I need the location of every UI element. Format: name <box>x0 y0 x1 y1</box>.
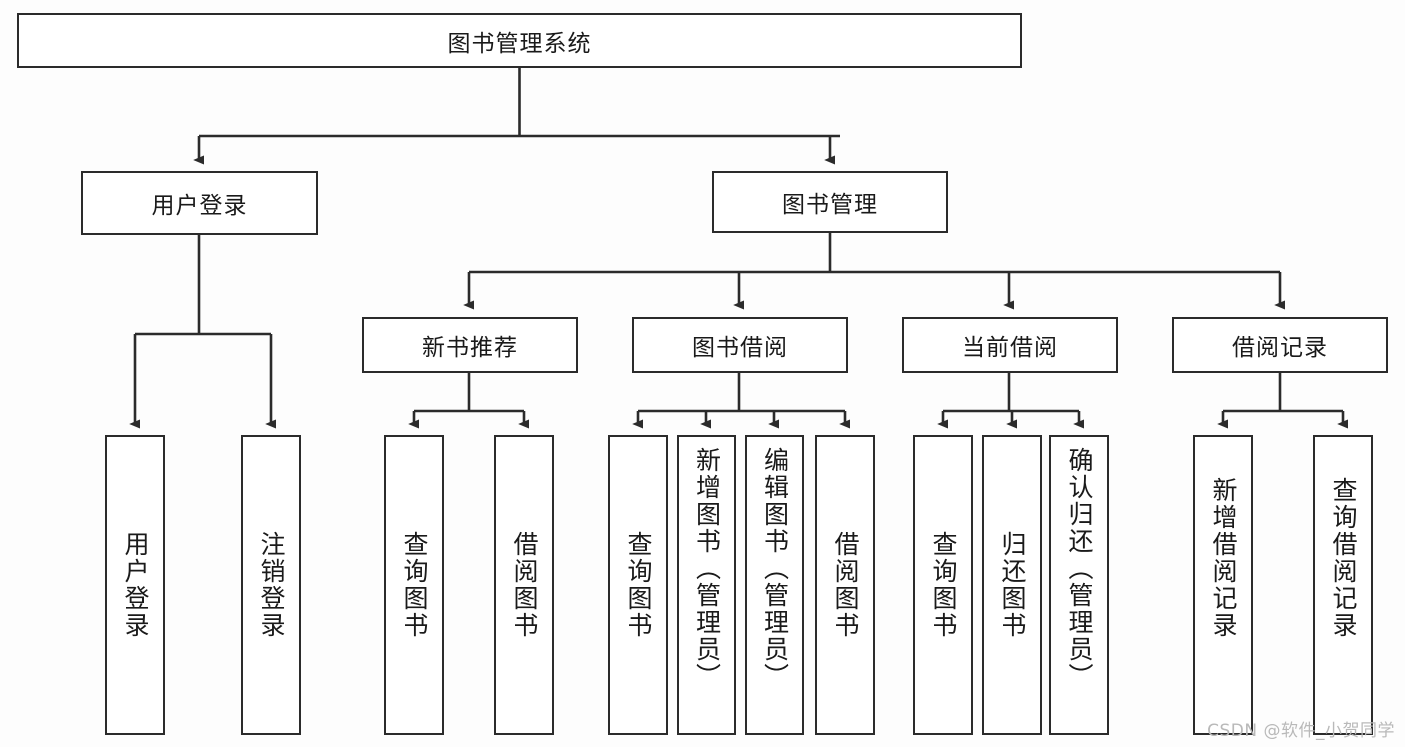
node-leaf-borrow-book-1[interactable]: 借阅图书 <box>494 435 554 735</box>
node-leaf-edit-book[interactable]: 编辑图书（管理员） <box>745 435 804 735</box>
node-leaf-add-record-label: 新增借阅记录 <box>1209 477 1238 639</box>
node-leaf-user-login-label: 用户登录 <box>121 531 150 639</box>
node-book-manage-label: 图书管理 <box>782 192 878 218</box>
node-leaf-edit-book-label: 编辑图书（管理员） <box>760 447 790 690</box>
node-current-borrow-label: 当前借阅 <box>962 335 1058 361</box>
node-user-login[interactable]: 用户登录 <box>81 171 318 235</box>
node-leaf-query-book-3-label: 查询图书 <box>929 531 958 639</box>
node-book-manage[interactable]: 图书管理 <box>712 171 948 233</box>
node-leaf-confirm-return-label: 确认归还（管理员） <box>1065 447 1094 690</box>
node-leaf-add-book-label: 新增图书（管理员） <box>692 447 722 690</box>
node-root[interactable]: 图书管理系统 <box>17 13 1022 68</box>
node-leaf-query-book-3[interactable]: 查询图书 <box>913 435 973 735</box>
node-leaf-add-book[interactable]: 新增图书（管理员） <box>677 435 736 735</box>
node-current-borrow[interactable]: 当前借阅 <box>902 317 1118 373</box>
watermark-text: CSDN @软件_小贺同学 <box>1207 721 1395 741</box>
node-leaf-borrow-book-1-label: 借阅图书 <box>510 531 539 639</box>
node-leaf-query-record[interactable]: 查询借阅记录 <box>1313 435 1373 735</box>
node-leaf-add-record[interactable]: 新增借阅记录 <box>1193 435 1253 735</box>
node-leaf-return-book-label: 归还图书 <box>998 531 1027 639</box>
node-leaf-borrow-book-2-label: 借阅图书 <box>831 531 860 639</box>
node-leaf-borrow-book-2[interactable]: 借阅图书 <box>815 435 875 735</box>
node-leaf-user-logout[interactable]: 注销登录 <box>241 435 301 735</box>
node-book-borrow-label: 图书借阅 <box>692 335 788 361</box>
node-book-borrow[interactable]: 图书借阅 <box>632 317 848 373</box>
node-leaf-user-logout-label: 注销登录 <box>257 531 286 639</box>
node-borrow-record-label: 借阅记录 <box>1232 335 1328 361</box>
node-leaf-confirm-return[interactable]: 确认归还（管理员） <box>1049 435 1109 735</box>
node-new-book-rec-label: 新书推荐 <box>422 335 518 361</box>
node-borrow-record[interactable]: 借阅记录 <box>1172 317 1388 373</box>
node-new-book-rec[interactable]: 新书推荐 <box>362 317 578 373</box>
node-leaf-query-book-1[interactable]: 查询图书 <box>384 435 444 735</box>
node-leaf-query-record-label: 查询借阅记录 <box>1329 477 1358 639</box>
node-leaf-query-book-2[interactable]: 查询图书 <box>608 435 668 735</box>
node-leaf-query-book-2-label: 查询图书 <box>624 531 653 639</box>
node-root-label: 图书管理系统 <box>447 30 592 57</box>
node-leaf-user-login[interactable]: 用户登录 <box>105 435 165 735</box>
node-user-login-label: 用户登录 <box>151 193 248 219</box>
node-leaf-return-book[interactable]: 归还图书 <box>982 435 1042 735</box>
node-leaf-query-book-1-label: 查询图书 <box>400 531 429 639</box>
